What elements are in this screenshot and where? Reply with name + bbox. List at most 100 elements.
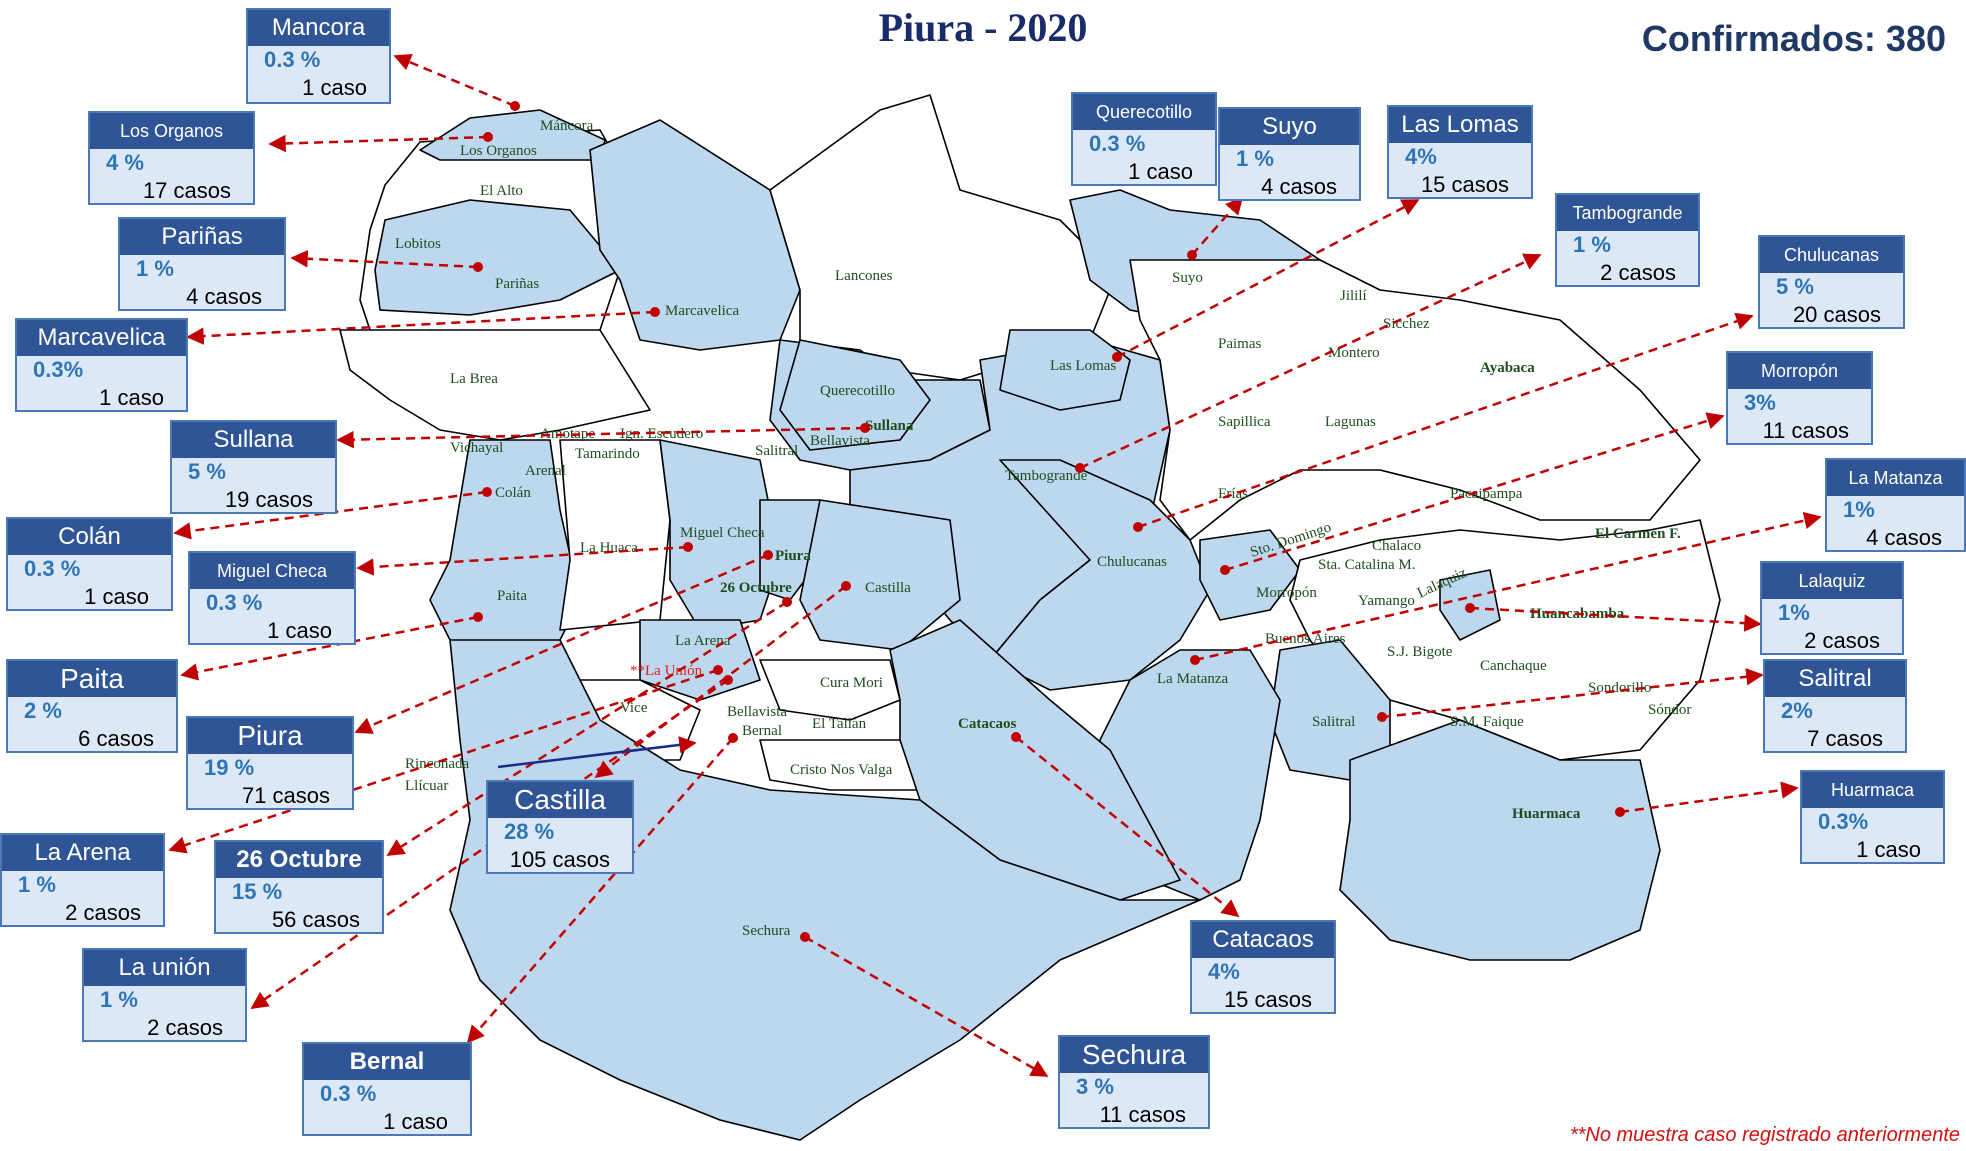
callout-la-union: La unión 1 % 2 casos <box>82 948 247 1042</box>
callout-percent: 28 % <box>504 819 555 844</box>
callout-percent: 2% <box>1781 698 1813 723</box>
label-catacaos: Catacaos <box>958 716 1016 732</box>
label-cura-mori: Cura Mori <box>820 675 883 691</box>
confirmed-total: Confirmados: 380 <box>1641 18 1946 59</box>
callout-cases: 11 casos <box>1762 418 1849 443</box>
callout-title: Huarmaca <box>1802 772 1943 808</box>
label-buenos-aires: Buenos Aires <box>1265 631 1346 647</box>
callout-cases: 17 casos <box>142 178 231 203</box>
label-mancora: Máncora <box>540 118 594 134</box>
callout-lalaquiz: Lalaquiz 1% 2 casos <box>1760 561 1904 655</box>
callout-marcavelica: Marcavelica 0.3% 1 caso <box>15 318 188 412</box>
callout-percent: 0.3 % <box>320 1081 377 1106</box>
label-el-tallan: El Tallán <box>812 716 867 732</box>
callout-cases: 15 casos <box>1420 172 1509 197</box>
label-la-brea: La Brea <box>450 371 498 387</box>
district-la-brea <box>339 329 651 441</box>
callout-title: Piura <box>188 718 352 754</box>
label-querecotillo: Querecotillo <box>820 383 895 399</box>
label-la-union: **La Unión <box>630 663 703 679</box>
label-tamarindo: Tamarindo <box>575 446 640 462</box>
callout-miguel-checa: Miguel Checa 0.3 % 1 caso <box>188 551 356 645</box>
callout-title: Tambogrande <box>1557 195 1698 231</box>
label-sechura: Sechura <box>742 923 791 939</box>
label-los-organos: Los Organos <box>460 143 537 159</box>
district-castilla <box>799 499 961 651</box>
callout-title: Castilla <box>488 782 632 818</box>
callout-huarmaca: Huarmaca 0.3% 1 caso <box>1800 770 1945 864</box>
label-suyo: Suyo <box>1172 270 1203 286</box>
label-lobitos: Lobitos <box>395 236 441 252</box>
label-amotape: Amotape <box>540 426 595 442</box>
callout-castilla: Castilla 28 % 105 casos <box>486 780 634 874</box>
district-las-lomas <box>999 329 1131 411</box>
label-chalaco: Chalaco <box>1372 538 1421 554</box>
label-parinas: Pariñas <box>495 276 539 292</box>
callout-title: Pariñas <box>120 219 284 255</box>
callout-sechura: Sechura 3 % 11 casos <box>1058 1035 1210 1129</box>
label-bernal: Bernal <box>742 723 782 739</box>
label-vice: Vice <box>620 700 648 716</box>
callout-cases: 6 casos <box>78 726 154 751</box>
label-canchaque: Canchaque <box>1480 658 1547 674</box>
district-la-huaca <box>559 439 671 631</box>
callout-title: Colán <box>8 519 171 555</box>
district-huarmaca <box>1339 719 1661 961</box>
callout-las-lomas: Las Lomas 4% 15 casos <box>1387 105 1533 199</box>
callout-percent: 1 % <box>100 987 138 1012</box>
callout-morropon: Morropón 3% 11 casos <box>1726 351 1873 445</box>
callout-title: Los Organos <box>90 113 253 149</box>
callout-percent: 0.3 % <box>206 590 263 615</box>
callout-cases: 2 casos <box>1804 628 1880 653</box>
callout-los-organos: Los Organos 4 % 17 casos <box>88 111 255 205</box>
label-castilla: Castilla <box>865 580 911 596</box>
callout-cases: 1 caso <box>99 385 164 410</box>
callout-percent: 1 % <box>136 256 174 281</box>
arrows <box>168 53 1822 1078</box>
callout-cases: 1 caso <box>383 1109 448 1134</box>
label-piura: Piura <box>775 548 811 564</box>
label-sapillica: Sapillica <box>1218 414 1271 430</box>
label-26-octubre: 26 Octubre <box>720 580 792 596</box>
callout-cases: 4 casos <box>1866 525 1942 550</box>
callout-percent: 15 % <box>232 879 283 904</box>
callout-title: Miguel Checa <box>190 553 354 589</box>
callout-percent: 3% <box>1744 390 1776 415</box>
callout-26-octubre: 26 Octubre 15 % 56 casos <box>214 840 384 934</box>
callout-title: Catacaos <box>1192 922 1334 958</box>
district-dots <box>473 101 1625 942</box>
district-chulucanas <box>989 459 1211 691</box>
callout-title: Querecotillo <box>1073 94 1215 130</box>
district-marcavelica <box>589 119 801 351</box>
callout-colan: Colán 0.3 % 1 caso <box>6 517 173 611</box>
callout-percent: 4% <box>1405 144 1437 169</box>
callout-title: Sullana <box>172 422 335 458</box>
callout-la-arena: La Arena 1 % 2 casos <box>0 833 165 927</box>
label-cristo-nos-valga: Cristo Nos Valga <box>790 762 893 778</box>
callout-percent: 1% <box>1843 497 1875 522</box>
label-sta-catalina: Sta. Catalina M. <box>1318 557 1416 573</box>
label-chulucanas: Chulucanas <box>1097 554 1167 570</box>
callout-percent: 1 % <box>1236 146 1274 171</box>
callout-percent: 0.3% <box>1818 809 1869 834</box>
callout-title: Mancora <box>248 10 389 46</box>
label-lancones: Lancones <box>835 268 893 284</box>
label-marcavelica: Marcavelica <box>665 303 739 319</box>
callout-percent: 19 % <box>204 755 255 780</box>
callout-percent: 4% <box>1208 959 1240 984</box>
callout-title: Suyo <box>1220 109 1359 145</box>
callout-percent: 5 % <box>1776 274 1814 299</box>
callout-chulucanas: Chulucanas 5 % 20 casos <box>1758 235 1905 329</box>
label-el-carmen: El Carmen F. <box>1595 526 1681 542</box>
callout-cases: 11 casos <box>1099 1102 1186 1127</box>
callout-mancora: Mancora 0.3 % 1 caso <box>246 8 391 104</box>
callout-cases: 15 casos <box>1223 987 1312 1012</box>
label-tambogrande: Tambogrande <box>1005 468 1088 484</box>
callout-title: La Arena <box>2 835 163 871</box>
callout-cases: 56 casos <box>271 907 360 932</box>
callout-title: Morropón <box>1728 353 1871 389</box>
label-vichayal: Vichayal <box>450 440 503 456</box>
footnote: **No muestra caso registrado anteriormen… <box>1569 1124 1960 1146</box>
callout-cases: 1 caso <box>1128 159 1193 184</box>
label-montero: Montero <box>1328 345 1380 361</box>
